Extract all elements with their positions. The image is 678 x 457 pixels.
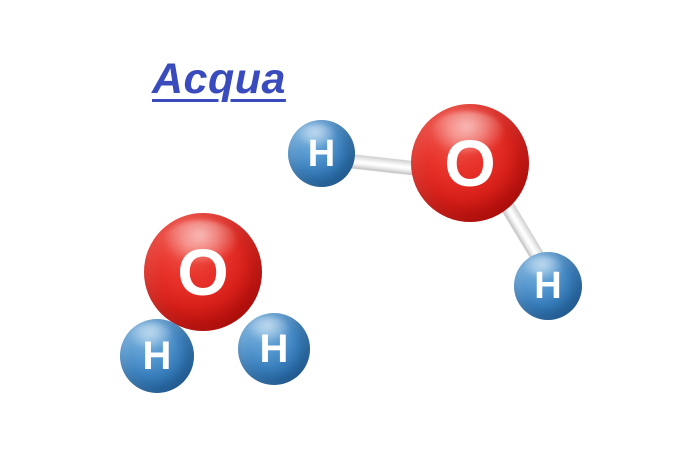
page-title: Acqua [152,55,286,103]
hydrogen-atom-bottom-left-right: H [238,313,310,385]
hydrogen-atom-bottom-left-lower: H [120,319,194,393]
hydrogen-atom-label: H [534,265,562,307]
hydrogen-atom-top-left: H [288,120,355,187]
hydrogen-atom-label: H [142,334,172,378]
hydrogen-atom-label: H [307,132,336,175]
oxygen-atom-label: O [177,235,229,309]
hydrogen-atom-bottom-right: H [514,252,582,320]
oxygen-atom-top-right: O [411,104,529,222]
hydrogen-atom-label: H [259,327,289,371]
oxygen-atom-label: O [444,126,496,200]
